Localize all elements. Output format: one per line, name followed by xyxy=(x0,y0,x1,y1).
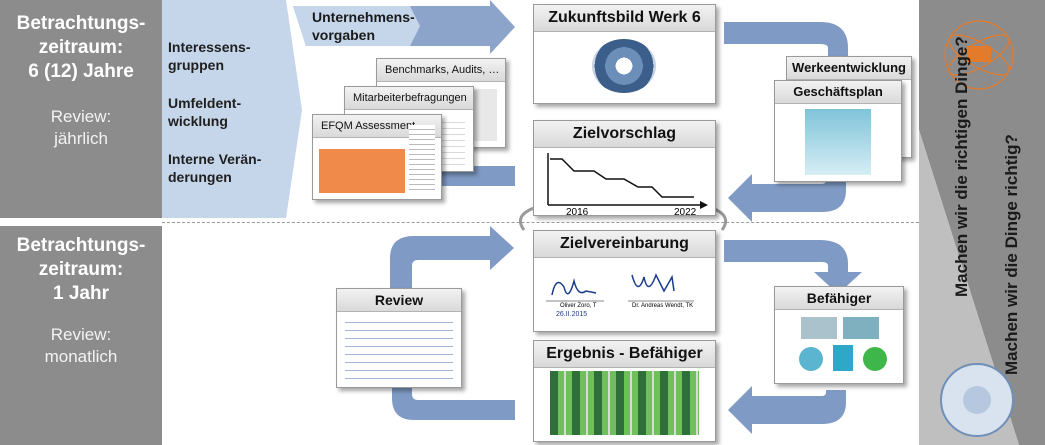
review-thumbnail xyxy=(345,317,453,381)
enablers-thumb-a xyxy=(801,317,837,339)
bar-dark-segment xyxy=(919,0,1045,445)
enablers-thumb-c xyxy=(799,347,823,371)
enablers-thumb-e xyxy=(863,347,887,371)
efqm-side-table xyxy=(409,125,435,193)
business-plan-thumbnail xyxy=(805,109,871,175)
enablers-card-title: Befähiger xyxy=(775,287,903,310)
business-plan-card-title: Geschäftsplan xyxy=(775,81,901,104)
efqm-thumbnail xyxy=(319,149,405,193)
review-card-title: Review xyxy=(337,289,461,312)
enablers-thumb-d xyxy=(833,345,853,371)
corporate-targets-arrow-head xyxy=(293,6,420,46)
long-term-review-text: Review: jährlich xyxy=(50,107,112,148)
period-divider xyxy=(162,222,919,223)
stakeholder-internal-changes: Interne Verän- derungen xyxy=(168,151,262,185)
left-signer-date: 26.II.2015 xyxy=(556,311,588,318)
vision-thumbnail xyxy=(592,39,656,93)
question-bar-shape xyxy=(919,0,1045,445)
vision-card: Zukunftsbild Werk 6 xyxy=(533,4,716,104)
review-to-agreement-arrow xyxy=(390,226,514,288)
efqm-assessment-card: EFQM Assessment xyxy=(312,114,442,200)
chart-x-end-label: 2022 xyxy=(674,207,697,218)
atom-logo-core xyxy=(967,46,991,62)
result-card-title: Ergebnis - Befähiger xyxy=(534,341,715,368)
question-bar: Machen wir die richtigen Dinge? Machen w… xyxy=(919,0,1045,445)
target-proposal-card: Zielvorschlag 2016 2022 xyxy=(533,120,716,218)
business-plan-card: Geschäftsplan xyxy=(774,80,902,182)
benchmarks-card-title: Benchmarks, Audits, … xyxy=(377,59,505,82)
result-card: Ergebnis - Befähiger xyxy=(533,340,716,442)
enablers-to-result-arrow xyxy=(728,386,846,434)
bar-light-segment xyxy=(919,130,1019,445)
short-term-review-text: Review: monatlich xyxy=(44,325,118,366)
target-agreement-card: Zielvereinbarung Oliver Zoro, T 26.II.20… xyxy=(533,230,716,332)
right-signer-name: Dr. Andreas Wendt, TK xyxy=(632,303,694,309)
enablers-thumb-b xyxy=(843,317,879,339)
question-things-right: Machen wir die Dinge richtig? xyxy=(1002,134,1021,375)
left-signer-name: Oliver Zoro, T xyxy=(560,303,597,309)
plant-development-card-title: Werkeentwicklung xyxy=(787,57,911,80)
result-table-thumbnail xyxy=(550,371,699,435)
review-card: Review xyxy=(336,288,462,388)
atom-logo-orbit-a xyxy=(948,34,1010,76)
enablers-card: Befähiger xyxy=(774,286,904,384)
target-proposal-chart xyxy=(547,153,708,209)
atom-logo-ring xyxy=(944,20,1014,90)
vision-card-title: Zukunftsbild Werk 6 xyxy=(534,5,715,32)
stakeholder-environment: Umfeldent- wicklung xyxy=(168,95,242,129)
signatures-graphic xyxy=(546,273,694,302)
chart-target-line xyxy=(550,158,694,198)
cycle-logo-center xyxy=(963,386,991,414)
corporate-targets-label: Unternehmens- vorgaben xyxy=(312,9,415,43)
short-term-period-title: Betrachtungs- zeitraum: 1 Jahr xyxy=(16,235,146,304)
chart-x-axis-arrowhead xyxy=(700,201,708,209)
long-term-period-title: Betrachtungs- zeitraum: 6 (12) Jahre xyxy=(16,13,146,82)
employee-survey-card-title: Mitarbeiterbefragungen xyxy=(345,87,473,110)
right-signature xyxy=(631,273,675,293)
stakeholder-arrow-shape xyxy=(162,0,302,218)
left-signature xyxy=(551,278,597,296)
atom-logo-orbit-b xyxy=(948,34,1010,76)
stakeholder-interest-groups: Interessens- gruppen xyxy=(168,39,251,73)
target-proposal-card-title: Zielvorschlag xyxy=(534,121,715,148)
agreement-to-enablers-arrow xyxy=(724,240,862,294)
chart-x-start-label: 2016 xyxy=(566,207,589,218)
target-agreement-card-title: Zielvereinbarung xyxy=(534,231,715,258)
long-term-period-panel: Betrachtungs- zeitraum: 6 (12) Jahre Rev… xyxy=(0,0,162,218)
question-right-things: Machen wir die richtigen Dinge? xyxy=(952,36,971,297)
short-term-period-panel: Betrachtungs- zeitraum: 1 Jahr Review: m… xyxy=(0,226,162,445)
plan-to-proposal-arrow xyxy=(728,174,846,222)
